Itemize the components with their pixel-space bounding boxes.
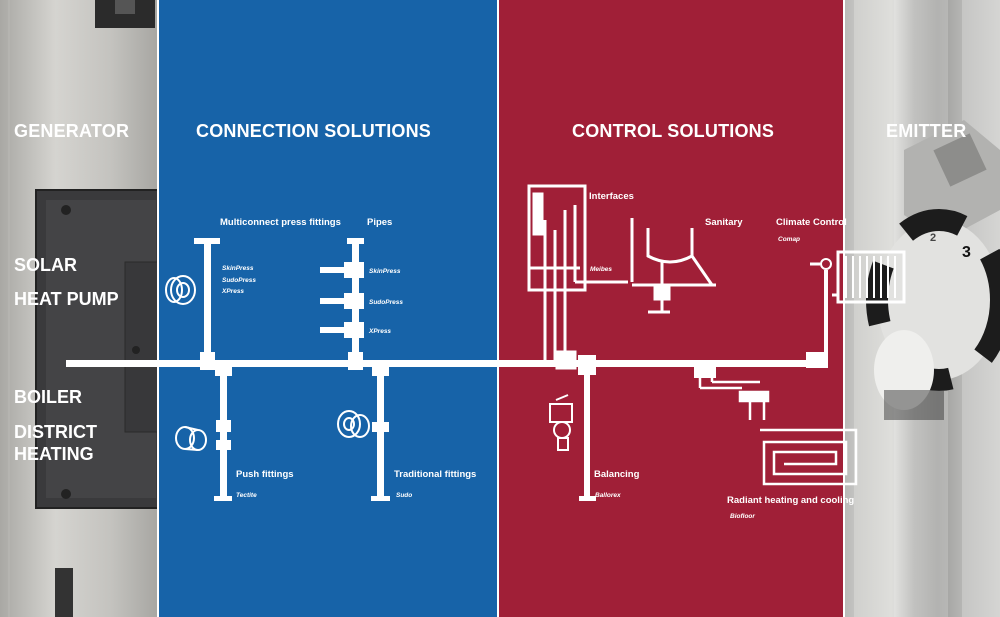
label-multiconnect: Multiconnect press fittings [220, 217, 341, 228]
multiconnect-item: XPress [222, 288, 245, 295]
divider-control [843, 0, 845, 617]
label-push-fittings: Push fittings [236, 469, 294, 480]
multiconnect-item: SkinPress [222, 265, 254, 272]
emitter-panel [844, 0, 1000, 617]
push-drop [214, 360, 232, 501]
multiconnect-riser [194, 238, 220, 370]
main-pipe [66, 360, 826, 367]
label-balancing: Balancing [594, 469, 640, 480]
generator-boiler: BOILER [14, 387, 83, 407]
connection-panel [158, 0, 498, 617]
interfaces-manifold [527, 184, 628, 370]
label-traditional-fittings: Traditional fittings [394, 469, 477, 480]
balancing-brand: Ballorex [595, 492, 621, 499]
push-fitting-icon [175, 426, 207, 451]
valve-dial-digit: 3 [962, 244, 971, 261]
pipes-riser [320, 238, 364, 370]
generator-heat-pump: HEAT PUMP [14, 289, 119, 309]
interfaces-brand: Meibes [590, 266, 613, 273]
header-control-solutions: CONTROL SOLUTIONS [572, 121, 775, 141]
balancing-valve-icon [549, 394, 573, 451]
traditional-fitting-icon [337, 410, 370, 438]
generator-panel [0, 0, 158, 617]
pipes-item: SudoPress [369, 299, 403, 306]
label-radiant-heating: Radiant heating and cooling [727, 495, 855, 506]
header-connection-solutions: CONNECTION SOLUTIONS [196, 121, 432, 141]
label-sanitary: Sanitary [705, 217, 743, 228]
pipes-item: SkinPress [369, 268, 401, 275]
sanitary-tank [630, 218, 716, 314]
multiconnect-item: SudoPress [222, 277, 256, 284]
divider-connection [497, 0, 499, 617]
multiconnect-fitting-icon [165, 275, 196, 305]
pipes-item: XPress [369, 328, 392, 335]
traditional-brand: Sudo [396, 492, 413, 499]
balancing-drop [578, 355, 596, 501]
header-emitter: EMITTER [886, 121, 967, 141]
header-generator: GENERATOR [14, 121, 130, 141]
traditional-drop [371, 360, 390, 501]
label-climate-control: Climate Control [776, 217, 847, 228]
valve-dial-digit: 2 [930, 232, 937, 244]
push-brand: Tectite [236, 492, 257, 499]
climate-radiator [806, 250, 906, 368]
label-interfaces: Interfaces [589, 191, 634, 202]
generator-heating: HEATING [14, 444, 94, 464]
label-pipes: Pipes [367, 217, 393, 228]
radiant-brand: Biofloor [730, 513, 755, 520]
generator-district: DISTRICT [14, 422, 97, 442]
climate-brand: Comap [778, 236, 801, 243]
generator-solar: SOLAR [14, 255, 77, 275]
boiler-unit-illustration [8, 0, 158, 617]
radiator-valve-illustration [854, 0, 1000, 617]
divider-generator [157, 0, 159, 617]
radiant-loop [694, 360, 858, 486]
